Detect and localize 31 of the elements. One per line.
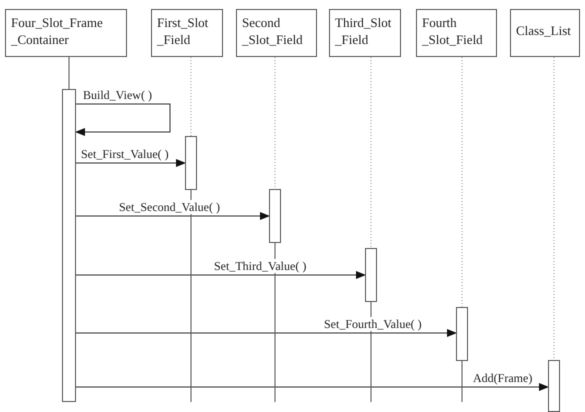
activation-bar — [62, 89, 76, 402]
activation-bar — [456, 307, 468, 361]
message-label: Build_View( ) — [82, 88, 153, 102]
lifeline — [190, 56, 192, 136]
lifeline — [190, 190, 192, 402]
lifeline — [274, 242, 276, 402]
activation-bar — [548, 360, 560, 412]
lifeline — [274, 56, 276, 190]
message-arrow — [76, 329, 457, 337]
self-message-arrow — [75, 104, 170, 136]
object-box: Third_Slot _Field — [329, 9, 401, 57]
activation-bar — [269, 189, 281, 243]
activation-bar — [365, 248, 377, 302]
message-arrow — [76, 271, 366, 279]
object-box: First_Slot _Field — [151, 9, 223, 57]
message-arrow — [76, 383, 549, 391]
object-box: Four_Slot_Frame _Container — [5, 9, 127, 57]
lifeline — [370, 302, 372, 402]
message-arrow — [76, 212, 270, 220]
message-label: Set_Third_Value( ) — [213, 259, 308, 273]
object-box: Fourth _Slot_Field — [416, 9, 497, 57]
lifeline — [370, 56, 372, 248]
object-box: Class_List — [510, 9, 580, 57]
lifeline — [68, 56, 70, 90]
message-label: Set_Fourth_Value( ) — [323, 317, 423, 331]
activation-bar — [185, 136, 197, 190]
message-label: Set_First_Value( ) — [80, 147, 170, 161]
object-box: Second _Slot_Field — [236, 9, 317, 57]
message-label: Add(Frame) — [472, 371, 534, 385]
message-label: Set_Second_Value( ) — [118, 200, 221, 214]
message-arrow — [76, 159, 186, 167]
